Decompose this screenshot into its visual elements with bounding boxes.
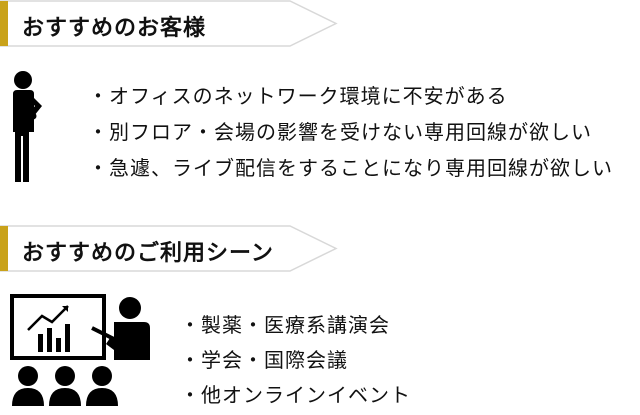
list-item: ・他オンラインイベント	[180, 383, 411, 407]
list-item: ・別フロア・会場の影響を受けない専用回線が欲しい	[88, 120, 592, 144]
banner-arrow-shape	[0, 0, 338, 47]
presentation-audience-icon	[10, 294, 160, 413]
section1-list: ・オフィスのネットワーク環境に不安がある ・別フロア・会場の影響を受けない専用回…	[88, 78, 613, 186]
banner-arrow-shape	[0, 225, 338, 272]
section1-banner: おすすめのお客様	[0, 0, 340, 47]
thinking-person-icon	[8, 70, 48, 189]
section2-banner: おすすめのご利用シーン	[0, 225, 340, 272]
list-item: ・製薬・医療系講演会	[180, 313, 390, 337]
section2-list: ・製薬・医療系講演会 ・学会・国際会議 ・他オンラインイベント	[180, 308, 411, 413]
list-item: ・急遽、ライブ配信をすることになり専用回線が欲しい	[88, 156, 613, 180]
list-item: ・オフィスのネットワーク環境に不安がある	[88, 84, 508, 108]
list-item: ・学会・国際会議	[180, 348, 348, 372]
section2-title: おすすめのご利用シーン	[22, 240, 274, 266]
section1-title: おすすめのお客様	[22, 15, 207, 41]
